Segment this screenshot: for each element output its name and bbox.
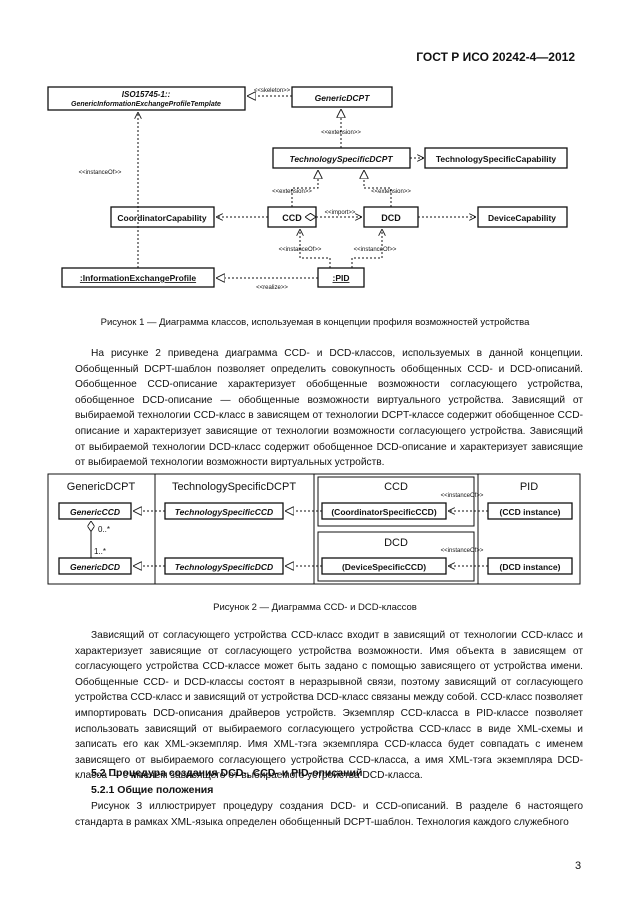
multiplicity-top: 0..*: [98, 525, 110, 534]
coordinator-capability-box: CoordinatorCapability: [110, 206, 215, 228]
instanceof-label-dcd: <<instanceOf>>: [441, 548, 484, 554]
svg-text:GenericDCD: GenericDCD: [70, 562, 120, 572]
instanceof-label-3: <<instanceOf>>: [354, 247, 397, 253]
extension-label-3: <<extension>>: [371, 189, 411, 195]
figure-1-caption: Рисунок 1 — Диаграмма классов, используе…: [100, 317, 530, 328]
device-capability-box: DeviceCapability: [477, 206, 568, 228]
section-5-2-1-heading: 5.2.1 Общие положения: [91, 784, 214, 796]
svg-text::PID: :PID: [333, 273, 350, 283]
column-ccd: CCD: [384, 481, 408, 493]
generic-dcd-box: [58, 557, 132, 575]
svg-text:TechnologySpecificCapability: TechnologySpecificCapability: [436, 154, 557, 164]
info-exchange-profile-box: :InformationExchangeProfile: [61, 267, 215, 288]
svg-text:CoordinatorCapability: CoordinatorCapability: [117, 213, 207, 223]
page-number: 3: [575, 860, 582, 872]
multiplicity-bottom: 1..*: [94, 547, 106, 556]
column-tech-dcpt: TechnologySpecificDCPT: [172, 481, 296, 493]
extension-label-1: <<extension>>: [321, 130, 361, 136]
svg-text:(DCD instance): (DCD instance): [500, 562, 561, 572]
figure-1-class-diagram: ISO15745-1:: GenericInformationExchangeP…: [47, 86, 568, 291]
svg-text:TechnologySpecificCCD: TechnologySpecificCCD: [175, 507, 273, 517]
paragraph-2: Зависящий от согласующего устройства CCD…: [75, 630, 583, 782]
paragraph-3: Рисунок 3 иллюстрирует процедуру создани…: [75, 801, 583, 828]
template-class-line2: GenericInformationExchangeProfileTemplat…: [71, 101, 221, 108]
svg-text:(CCD instance): (CCD instance): [500, 507, 561, 517]
instanceof-label-1: <<instanceOf>>: [79, 170, 122, 176]
svg-text:TechnologySpecificDCD: TechnologySpecificDCD: [175, 562, 273, 572]
dcd-box: DCD: [363, 206, 419, 228]
svg-text:CCD: CCD: [282, 213, 302, 223]
document-header: ГОСТ Р ИСО 20242-4—2012: [416, 50, 575, 64]
column-pid: PID: [520, 481, 538, 493]
figure-2-caption: Рисунок 2 — Диаграмма CCD- и DCD-классов: [213, 602, 417, 613]
svg-text:(CoordinatorSpecificCCD): (CoordinatorSpecificCCD): [331, 507, 436, 517]
svg-text:TechnologySpecificDCPT: TechnologySpecificDCPT: [289, 154, 393, 164]
pid-box: :PID: [317, 267, 365, 288]
paragraph-1: На рисунке 2 приведена диаграмма CCD- и …: [75, 348, 583, 469]
ccd-box: CCD: [267, 206, 317, 228]
svg-text::InformationExchangeProfile: :InformationExchangeProfile: [80, 273, 196, 283]
template-class-box: ISO15745-1:: GenericInformationExchangeP…: [47, 86, 246, 111]
section-5-2-heading: 5.2 Процедура создания DCD-, CCD- и PID-…: [91, 767, 363, 779]
svg-text:(DeviceSpecificCCD): (DeviceSpecificCCD): [342, 562, 426, 572]
generic-ccd-box: [58, 502, 132, 520]
instanceof-label-2: <<instanceOf>>: [279, 247, 322, 253]
svg-text:DeviceCapability: DeviceCapability: [488, 213, 556, 223]
svg-text:DCD: DCD: [381, 213, 401, 223]
svg-text:GenericCCD: GenericCCD: [70, 507, 120, 517]
instanceof-label-ccd: <<instanceOf>>: [441, 493, 484, 499]
column-dcd: DCD: [384, 537, 408, 549]
realize-label: <<realize>>: [256, 285, 288, 291]
svg-text:GenericDCPT: GenericDCPT: [315, 93, 371, 103]
extension-label-2: <<extension>>: [272, 189, 312, 195]
generic-dcpt-box: GenericDCPT: [291, 86, 393, 108]
skeleton-label: <<skeleton>>: [254, 88, 291, 94]
import-label: <<import>>: [325, 210, 356, 216]
tech-dcpt-box: TechnologySpecificDCPT: [272, 147, 411, 169]
figure-2-ccd-dcd-diagram: GenericDCPT TechnologySpecificDCPT CCD D…: [47, 473, 581, 585]
column-generic-dcpt: GenericDCPT: [67, 481, 136, 493]
template-class-line1: ISO15745-1::: [122, 90, 171, 99]
tech-capability-box: TechnologySpecificCapability: [424, 147, 568, 169]
